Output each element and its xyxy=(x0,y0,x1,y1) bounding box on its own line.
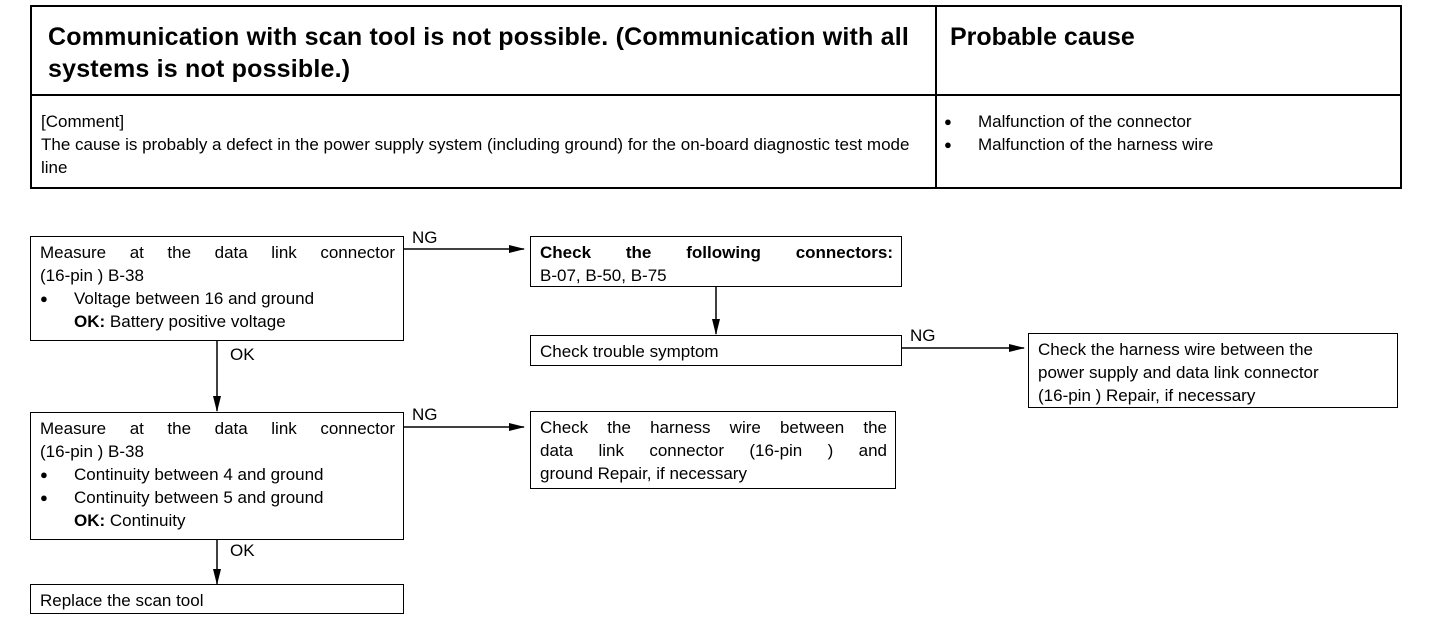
ok-label: OK xyxy=(230,541,255,560)
comment-text: The cause is probably a defect in the po… xyxy=(41,135,910,177)
ok-criteria-text: Battery positive voltage xyxy=(109,312,286,331)
trouble-symptom-text: Check trouble symptom xyxy=(540,342,719,361)
comment-label: [Comment] xyxy=(41,112,125,131)
harness-ground-box: Check the harness wire between the data … xyxy=(530,411,896,489)
replace-scan-tool-text: Replace the scan tool xyxy=(40,591,204,610)
symptom-title: Communication with scan tool is not poss… xyxy=(48,23,910,83)
probable-cause-item: Malfunction of the harness wire xyxy=(944,133,1213,156)
probable-cause-title: Probable cause xyxy=(950,23,1135,51)
ok-criteria-label: OK: xyxy=(74,511,106,530)
harness-power-line1: Check the harness wire between the xyxy=(1038,340,1313,359)
header-column-divider xyxy=(935,7,937,187)
step2-bullet: Continuity between 4 and ground xyxy=(40,463,395,486)
ng-label: NG xyxy=(412,405,438,424)
ng-label: NG xyxy=(412,228,438,247)
ok-label: OK xyxy=(230,345,255,364)
harness-power-line2: power supply and data link connector xyxy=(1038,363,1319,382)
step2-line2: (16-pin ) B-38 xyxy=(40,442,144,461)
step2-ok-criteria: OK: Continuity xyxy=(40,509,395,532)
step2-measure-continuity-box: Measure at the data link connector (16-p… xyxy=(30,412,404,540)
header-row-divider xyxy=(32,94,1400,96)
check-connectors-list: B-07, B-50, B-75 xyxy=(540,266,667,285)
ng-label: NG xyxy=(910,326,936,345)
ok-criteria-label: OK: xyxy=(74,312,106,331)
step2-line1: Measure at the data link connector xyxy=(40,419,395,438)
probable-cause-item: Malfunction of the connector xyxy=(944,110,1213,133)
check-connectors-title: Check the following connectors: xyxy=(540,243,893,262)
harness-ground-line1: Check the harness wire between the xyxy=(540,418,887,437)
harness-power-line3: (16-pin ) Repair, if necessary xyxy=(1038,386,1256,405)
step1-line2: (16-pin ) B-38 xyxy=(40,266,144,285)
step2-bullet: Continuity between 5 and ground xyxy=(40,486,395,509)
step1-measure-voltage-box: Measure at the data link connector (16-p… xyxy=(30,236,404,341)
step1-ok-criteria: OK: Battery positive voltage xyxy=(40,310,395,333)
ok-criteria-text: Continuity xyxy=(109,511,186,530)
probable-cause-list: Malfunction of the connector Malfunction… xyxy=(944,110,1213,156)
step1-line1: Measure at the data link connector xyxy=(40,243,395,262)
check-trouble-symptom-box: Check trouble symptom xyxy=(530,335,902,366)
step1-bullet: Voltage between 16 and ground xyxy=(40,287,395,310)
harness-ground-line2: data link connector (16-pin ) and xyxy=(540,441,887,460)
check-connectors-box: Check the following connectors: B-07, B-… xyxy=(530,236,902,287)
harness-ground-line3: ground Repair, if necessary xyxy=(540,464,747,483)
replace-scan-tool-box: Replace the scan tool xyxy=(30,584,404,614)
comment-block: [Comment] The cause is probably a defect… xyxy=(41,110,931,179)
harness-power-supply-box: Check the harness wire between the power… xyxy=(1028,333,1398,408)
header-table: Communication with scan tool is not poss… xyxy=(30,5,1402,189)
